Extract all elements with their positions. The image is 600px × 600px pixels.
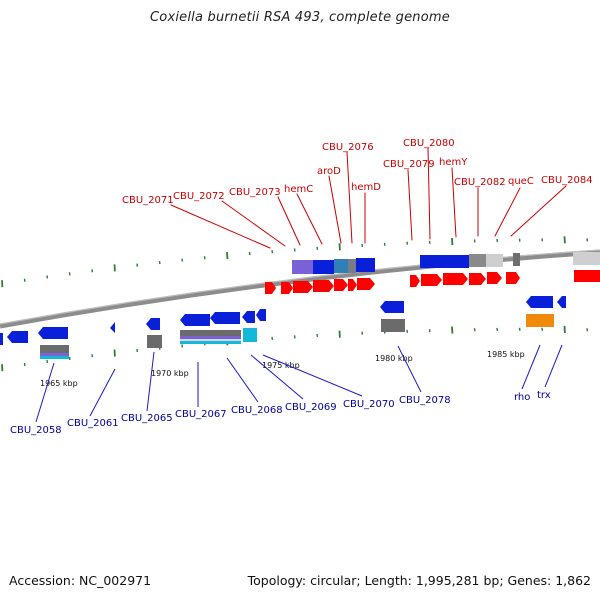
tick-label: 1965 kbp: [40, 379, 78, 388]
feature-box[interactable]: [486, 254, 503, 267]
gene-label-top[interactable]: CBU_2079: [383, 159, 435, 170]
gene-label-top[interactable]: CBU_2071: [122, 195, 174, 206]
feature-box[interactable]: [40, 356, 69, 359]
gene-label-bottom[interactable]: CBU_2067: [175, 409, 227, 420]
reverse-strand-features: [0, 296, 566, 359]
genome-title: Coxiella burnetii RSA 493, complete geno…: [150, 10, 450, 25]
gene-arrow[interactable]: [443, 273, 468, 285]
gene-label-top[interactable]: CBU_2080: [403, 138, 455, 149]
gene-arrow[interactable]: [256, 309, 266, 321]
gene-arrow[interactable]: [281, 282, 293, 294]
feature-box[interactable]: [292, 260, 313, 274]
gene-arrow[interactable]: [410, 275, 420, 287]
ruler-labels: 1965 kbp 1970 kbp 1975 kbp 1980 kbp 1985…: [40, 350, 525, 388]
gene-arrow[interactable]: [242, 311, 255, 323]
top-gene-labels: CBU_2071 CBU_2072 CBU_2073 hemC aroD CBU…: [122, 138, 593, 249]
gene-arrow[interactable]: [334, 279, 348, 291]
tick-label: 1975 kbp: [262, 361, 300, 370]
feature-box[interactable]: [180, 339, 241, 341]
gene-label-top[interactable]: queC: [508, 176, 534, 187]
feature-box[interactable]: [420, 255, 442, 268]
feature-box[interactable]: [313, 260, 334, 274]
gene-label-bottom[interactable]: CBU_2058: [10, 425, 62, 436]
gene-label-bottom[interactable]: CBU_2068: [231, 405, 283, 416]
gene-arrow[interactable]: [557, 296, 566, 308]
gene-label-bottom[interactable]: CBU_2070: [343, 399, 395, 410]
gene-arrow[interactable]: [487, 272, 502, 284]
feature-box[interactable]: [243, 328, 257, 342]
gene-arrow[interactable]: [7, 331, 28, 343]
gene-arrow[interactable]: [210, 312, 240, 324]
gene-label-top[interactable]: CBU_2076: [322, 142, 374, 153]
gene-label-bottom[interactable]: rho: [514, 392, 530, 403]
gene-arrow[interactable]: [146, 318, 160, 330]
feature-box[interactable]: [513, 253, 520, 266]
gene-arrow[interactable]: [180, 314, 210, 326]
tick-label: 1985 kbp: [487, 350, 525, 359]
feature-box[interactable]: [334, 259, 348, 273]
gene-arrow[interactable]: [380, 301, 404, 313]
feature-box[interactable]: [40, 345, 69, 353]
gene-arrow[interactable]: [574, 270, 600, 282]
feature-box[interactable]: [348, 259, 356, 273]
feature-box[interactable]: [526, 314, 554, 327]
gene-label-top[interactable]: CBU_2082: [454, 177, 506, 188]
gene-label-bottom[interactable]: trx: [537, 390, 551, 401]
feature-box[interactable]: [147, 335, 162, 348]
gene-arrow[interactable]: [38, 327, 68, 339]
gene-arrow[interactable]: [293, 281, 313, 293]
feature-box[interactable]: [469, 254, 486, 267]
gene-label-top[interactable]: CBU_2072: [173, 191, 225, 202]
feature-box[interactable]: [381, 319, 405, 332]
gene-arrow[interactable]: [506, 272, 520, 284]
gene-label-bottom[interactable]: CBU_2069: [285, 402, 337, 413]
feature-box[interactable]: [356, 258, 375, 272]
forward-strand-features: [265, 252, 600, 294]
bottom-gene-labels: CBU_2058 CBU_2061 CBU_2065 CBU_2067 CBU_…: [10, 344, 563, 436]
feature-box[interactable]: [573, 252, 600, 265]
feature-box[interactable]: [442, 255, 469, 268]
gene-arrow[interactable]: [110, 322, 115, 333]
gene-label-bottom[interactable]: CBU_2078: [399, 395, 451, 406]
gene-label-top[interactable]: hemD: [351, 182, 381, 193]
gene-label-top[interactable]: CBU_2084: [541, 175, 593, 186]
gene-label-top[interactable]: hemC: [284, 184, 313, 195]
gene-label-top[interactable]: aroD: [317, 166, 341, 177]
topology-label: Topology: circular; Length: 1,995,281 bp…: [247, 573, 591, 588]
feature-box[interactable]: [180, 341, 241, 344]
gene-arrow[interactable]: [313, 280, 334, 292]
gene-arrow[interactable]: [421, 274, 442, 286]
feature-box[interactable]: [180, 336, 241, 339]
gene-arrow[interactable]: [348, 279, 357, 291]
gene-label-top[interactable]: hemY: [439, 157, 468, 168]
ruler-ticks-outer: [1, 236, 589, 288]
accession-label: Accession: NC_002971: [9, 573, 152, 588]
gene-arrow[interactable]: [265, 282, 276, 294]
gene-label-bottom[interactable]: CBU_2065: [121, 413, 173, 424]
feature-box[interactable]: [180, 330, 241, 336]
tick-label: 1980 kbp: [375, 354, 413, 363]
gene-label-top[interactable]: CBU_2073: [229, 187, 281, 198]
gene-arrow[interactable]: [526, 296, 553, 308]
gene-arrow[interactable]: [0, 333, 3, 345]
gene-label-bottom[interactable]: CBU_2061: [67, 418, 119, 429]
feature-box[interactable]: [40, 353, 69, 356]
gene-arrow[interactable]: [357, 278, 375, 290]
tick-label: 1970 kbp: [151, 369, 189, 378]
gene-arrow[interactable]: [469, 273, 486, 285]
